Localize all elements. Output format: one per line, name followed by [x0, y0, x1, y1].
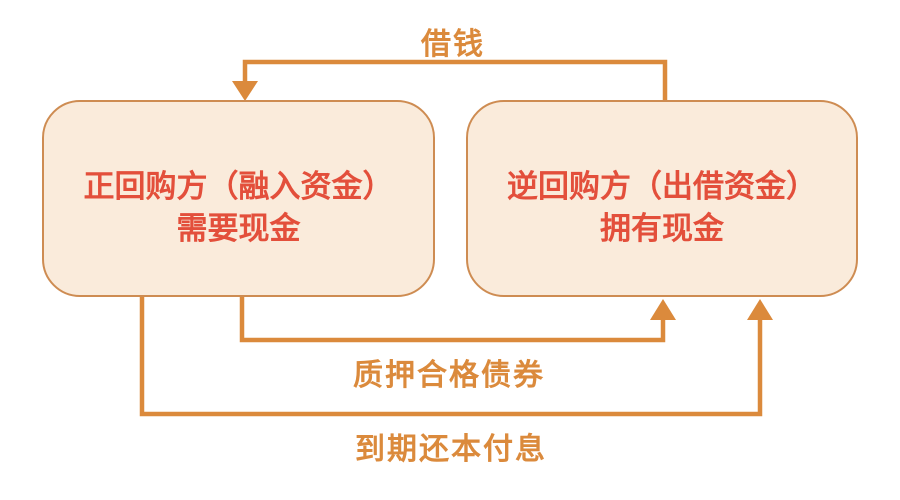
arrow-repay-line: [139, 297, 763, 417]
node-repo-party: 正回购方（融入资金） 需要现金: [42, 100, 435, 297]
arrow-label-pledge-bonds: 质押合格债券: [353, 359, 545, 392]
arrow-label-borrow-money: 借钱: [421, 28, 485, 61]
node-repo-party-line2: 需要现金: [176, 210, 301, 246]
arrow-label-repay-principal-interest: 到期还本付息: [355, 433, 547, 466]
arrowhead-up-icon: [747, 299, 773, 320]
arrow-borrow-money: [232, 59, 668, 101]
node-reverse-repo-party: 逆回购方（出借资金） 拥有现金: [466, 100, 858, 297]
arrow-pledge-line: [239, 297, 666, 343]
node-repo-party-line1: 正回购方（融入资金）: [83, 168, 394, 204]
arrowhead-down-icon: [232, 81, 258, 101]
node-reverse-repo-party-line2: 拥有现金: [600, 210, 724, 246]
arrow-pledge-bonds: [239, 297, 676, 343]
arrow-borrow-line: [242, 59, 668, 100]
arrowhead-up-icon: [650, 299, 676, 320]
node-reverse-repo-party-line1: 逆回购方（出借资金）: [507, 168, 817, 204]
arrow-repay-principal-interest: [139, 297, 773, 417]
